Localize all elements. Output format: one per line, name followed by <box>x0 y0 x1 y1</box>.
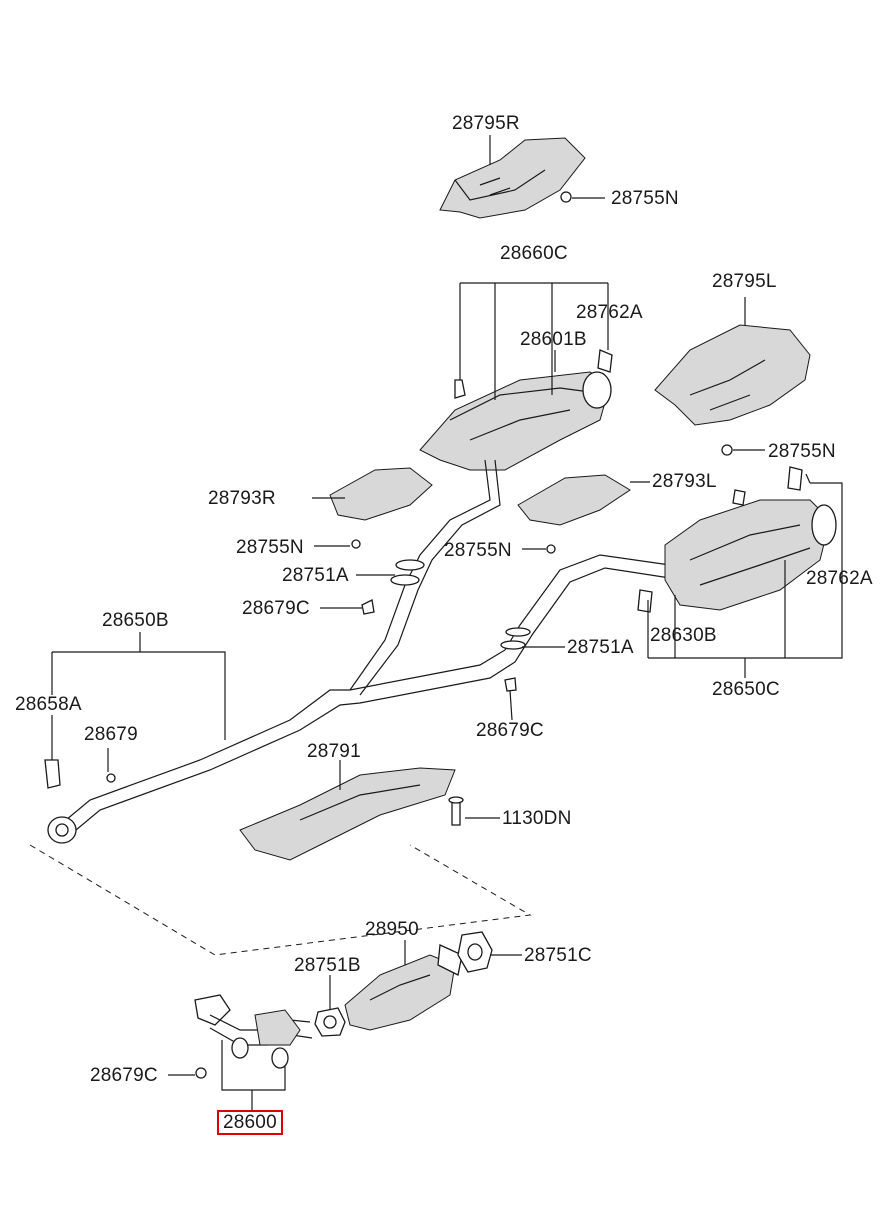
part-label-28630B[interactable]: 28630B <box>650 625 717 646</box>
catalytic-converter-28950 <box>344 944 463 1031</box>
part-label-28679[interactable]: 28679 <box>84 724 138 745</box>
part-label-28650C[interactable]: 28650C <box>712 679 780 700</box>
part-label-28751C[interactable]: 28751C <box>524 945 592 966</box>
part-label-28601B[interactable]: 28601B <box>520 329 587 350</box>
part-label-28755N[interactable]: 28755N <box>444 540 512 561</box>
part-label-28755N[interactable]: 28755N <box>236 537 304 558</box>
part-label-28793R[interactable]: 28793R <box>208 488 276 509</box>
part-label-28795L[interactable]: 28795L <box>712 271 777 292</box>
intermediate-pipe <box>349 459 491 691</box>
rear-muffler <box>637 466 837 613</box>
front-pipe-28600 <box>194 994 313 1079</box>
part-label-28751B[interactable]: 28751B <box>294 955 361 976</box>
part-label-28751A[interactable]: 28751A <box>282 565 349 586</box>
part-label-28751A[interactable]: 28751A <box>567 637 634 658</box>
part-label-28600-highlighted[interactable]: 28600 <box>217 1110 283 1135</box>
part-label-28791[interactable]: 28791 <box>307 741 361 762</box>
part-label-1130DN[interactable]: 1130DN <box>502 808 572 829</box>
part-label-28755N[interactable]: 28755N <box>768 441 836 462</box>
main-pipe-28650B <box>59 554 671 826</box>
part-label-28762A[interactable]: 28762A <box>576 302 643 323</box>
part-label-28795R[interactable]: 28795R <box>452 113 520 134</box>
heat-shield-28795L <box>654 324 811 456</box>
part-label-28679C[interactable]: 28679C <box>476 720 544 741</box>
part-label-28793L[interactable]: 28793L <box>652 471 717 492</box>
part-label-28755N[interactable]: 28755N <box>611 188 679 209</box>
part-label-28762A[interactable]: 28762A <box>806 568 873 589</box>
heat-shield-28793R <box>329 467 433 521</box>
part-label-28650B[interactable]: 28650B <box>102 610 169 631</box>
part-label-28660C[interactable]: 28660C <box>500 243 568 264</box>
part-label-28950[interactable]: 28950 <box>365 919 419 940</box>
leader-lines <box>51 135 843 1110</box>
part-label-28658A[interactable]: 28658A <box>15 694 82 715</box>
part-label-28679C[interactable]: 28679C <box>90 1065 158 1086</box>
center-muffler <box>419 349 613 471</box>
front-assembly-outline <box>29 844 532 956</box>
part-label-28679C[interactable]: 28679C <box>242 598 310 619</box>
heat-shield-28795R <box>439 137 586 219</box>
heat-shield-28793L <box>517 474 631 526</box>
heat-shield-28791 <box>239 767 464 861</box>
